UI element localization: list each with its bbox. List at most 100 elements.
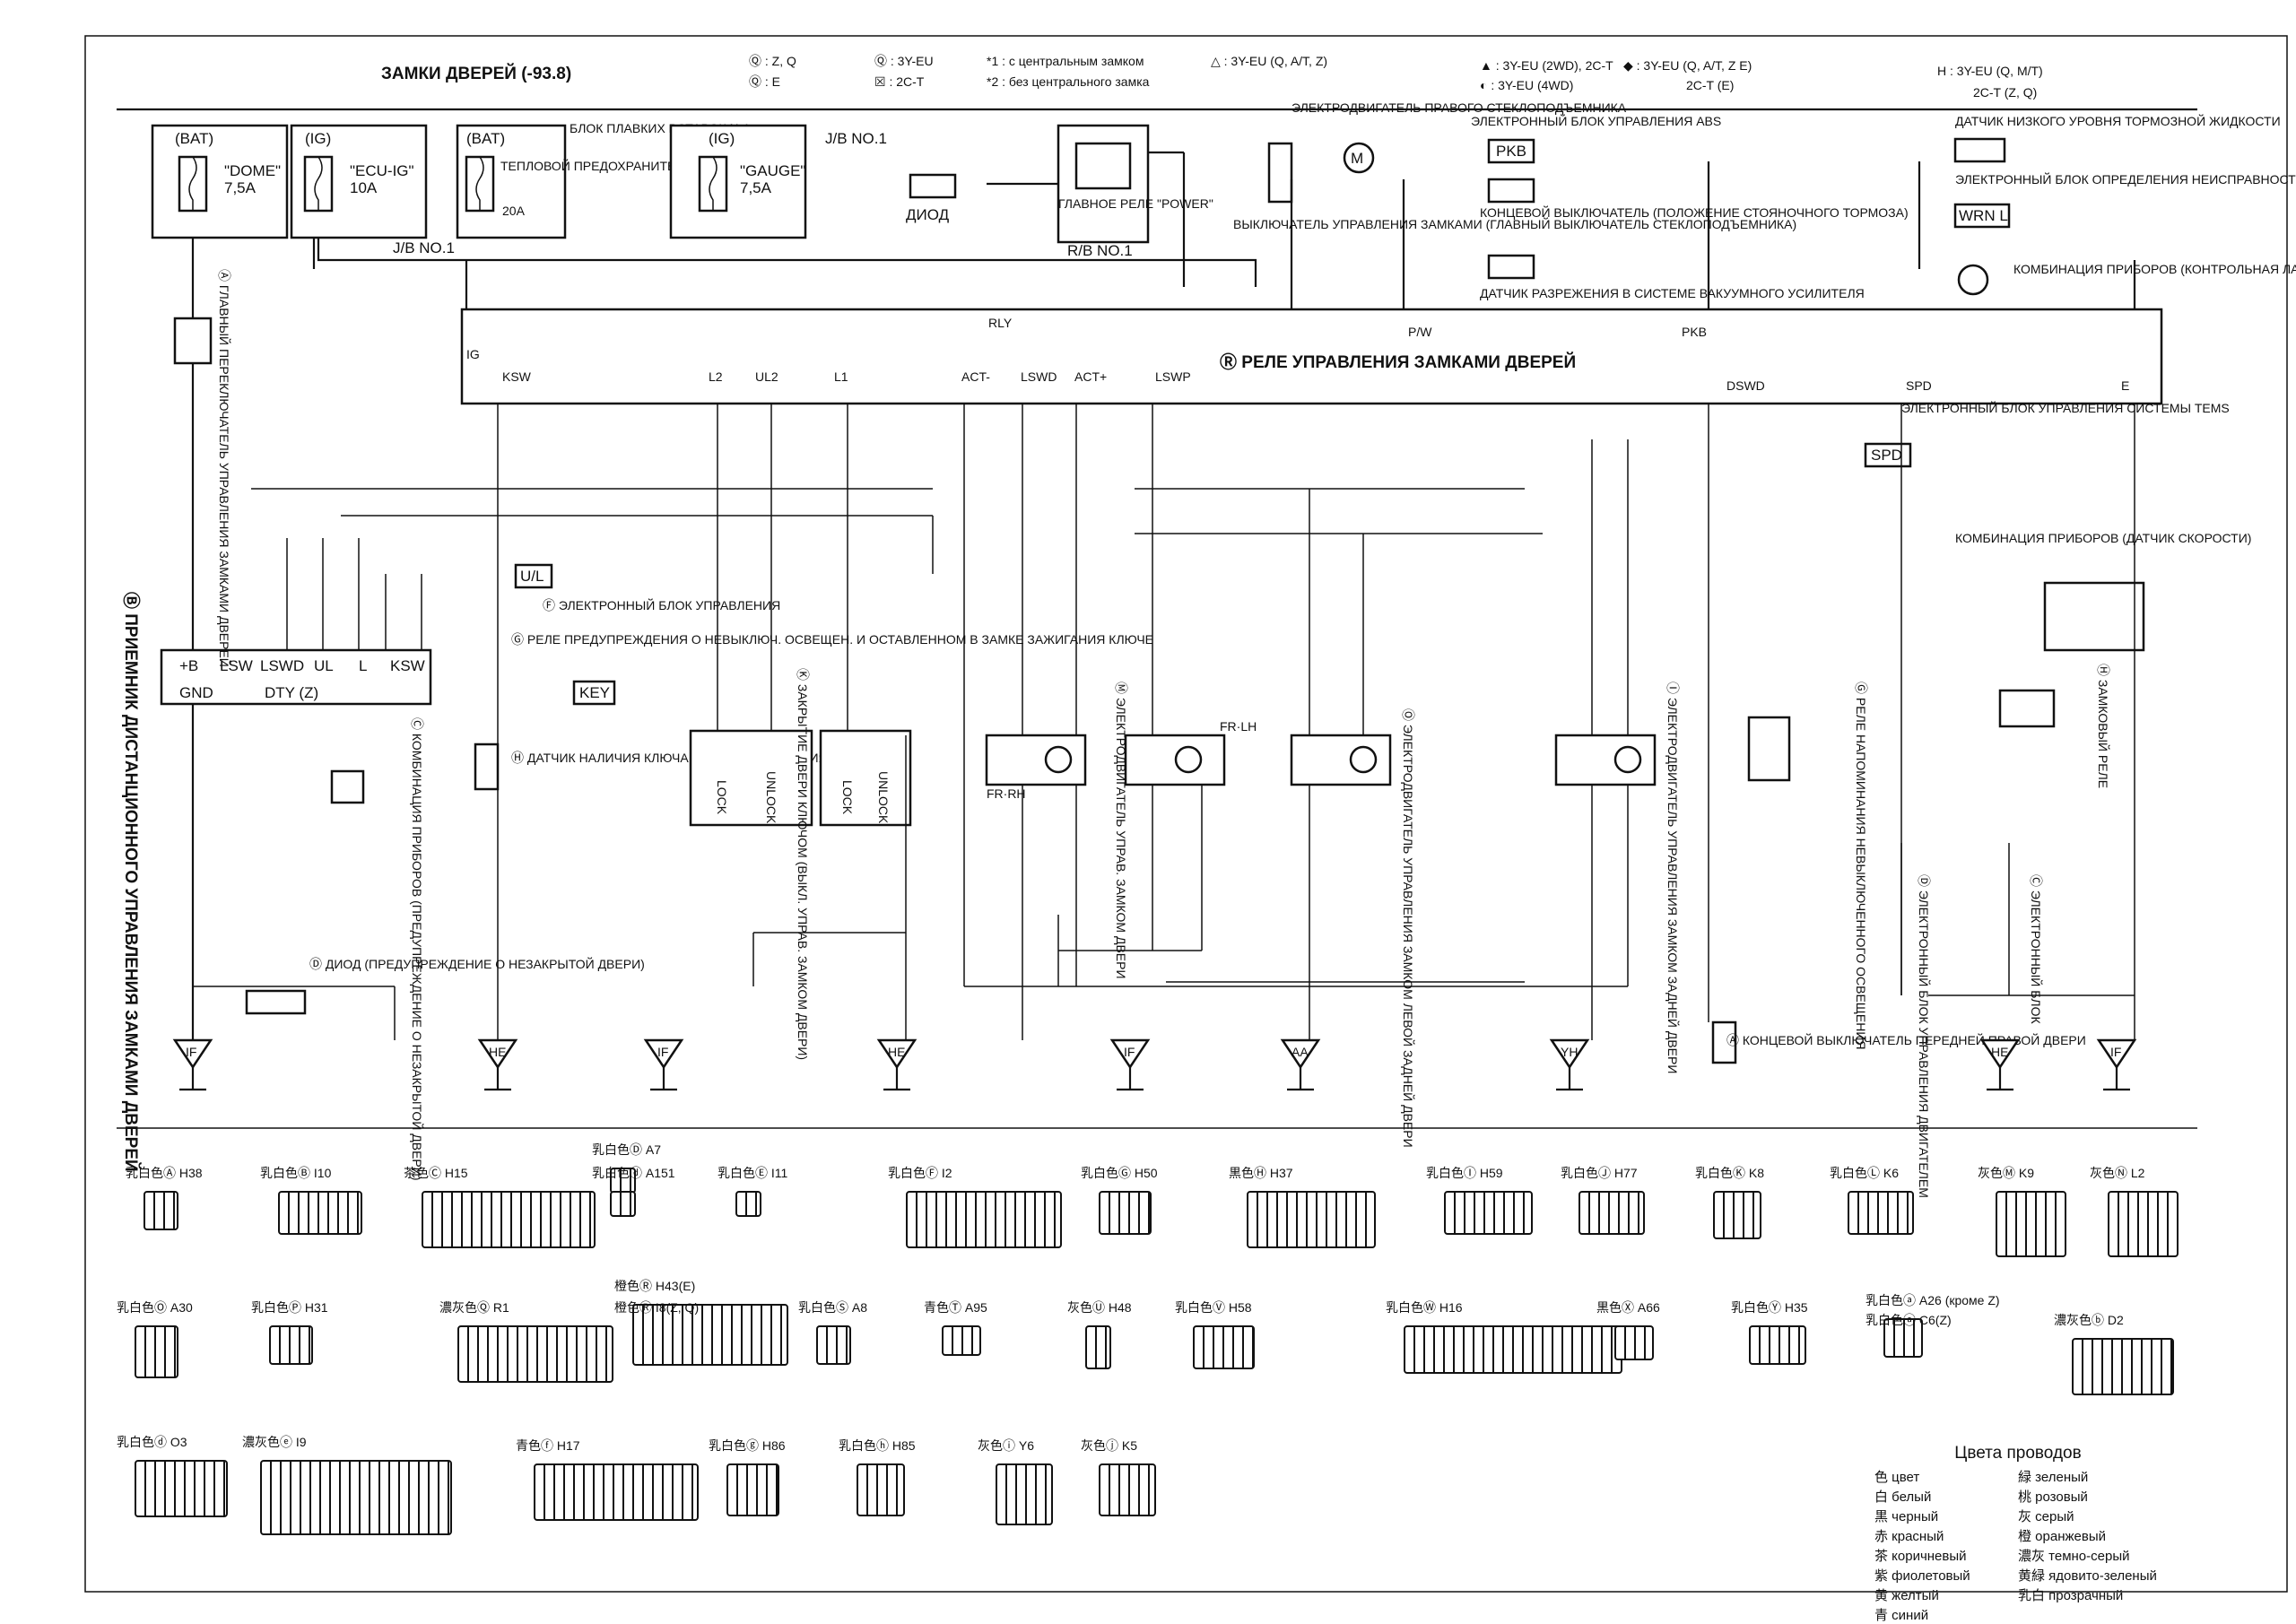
connector-shape-icon bbox=[422, 1191, 596, 1248]
rear-motor-label: Ⓞ ЭЛЕКТРОДВИГАТЕЛЬ УПРАВЛЕНИЯ ЗАМКОМ ЛЕВ… bbox=[1401, 708, 1416, 1148]
ground-label: YH bbox=[1561, 1045, 1578, 1059]
remote-terminal: LSW bbox=[220, 657, 253, 674]
ground-icon bbox=[1979, 1038, 2021, 1091]
legend-code: △ : 3Y-EU (Q, A/T, Z) bbox=[1211, 54, 1327, 68]
connector-label: 乳白色Ⓦ H16 bbox=[1386, 1300, 1463, 1315]
relay-terminal: RLY bbox=[988, 316, 1013, 330]
ecu-engine-label: Ⓓ ЭЛЕКТРОННЫЙ БЛОК УПРАВЛЕНИЯ ДВИГАТЕЛЕМ bbox=[1917, 874, 1932, 1198]
fuse-source: (IG) bbox=[305, 130, 331, 147]
pkb-box-label: PKB bbox=[1496, 143, 1526, 160]
connector-label: 濃灰色Ⓠ R1 bbox=[439, 1300, 509, 1315]
wire-color-entry: 赤 красный bbox=[1874, 1529, 1944, 1544]
jb-label: J/B NO.1 bbox=[825, 130, 887, 147]
connector-label: 乳白色ⓗ H85 bbox=[839, 1438, 916, 1453]
remote-receiver-label: Ⓑ ПРИЕМНИК ДИСТАНЦИОННОГО УПРАВЛЕНИЯ ЗАМ… bbox=[121, 592, 142, 1172]
top-wiring bbox=[191, 151, 2136, 1040]
connector-label: 乳白色Ⓔ I11 bbox=[718, 1166, 788, 1180]
fuse-rating: 10A bbox=[350, 179, 378, 196]
window-switch-icon bbox=[1267, 142, 1293, 204]
fuse-name: "DOME" bbox=[224, 162, 281, 179]
connector-label: 青色ⓕ H17 bbox=[516, 1438, 580, 1453]
back-door-motor bbox=[1554, 734, 1657, 786]
page-frame bbox=[84, 35, 2288, 1593]
motor-icon bbox=[1044, 745, 1073, 774]
wire-color-entry: 桃 розовый bbox=[2018, 1489, 2088, 1505]
wrn-box bbox=[1953, 203, 2011, 229]
park-brake-switch-icon bbox=[1487, 178, 1535, 204]
ground-symbols: IF HE IF HE IF AA YH HE IF bbox=[172, 1038, 2137, 1091]
middle-wiring bbox=[193, 404, 2135, 1040]
speed-relay-label: Ⓒ ЭЛЕКТРОННЫЙ БЛОК bbox=[2029, 874, 2044, 1024]
connector-shape-icon bbox=[135, 1460, 228, 1517]
connector-shape-icon bbox=[1247, 1191, 1376, 1248]
relay-terminal: UL2 bbox=[755, 369, 778, 384]
combo-door-label: Ⓒ КОМБИНАЦИЯ ПРИБОРОВ (ПРЕДУПРЕЖДЕНИЕ О … bbox=[410, 717, 425, 1181]
wire-color-entry: 茶 коричневый bbox=[1874, 1549, 1967, 1564]
connector-label: 茶色Ⓒ H15 bbox=[404, 1166, 468, 1180]
relay-terminal: LSWP bbox=[1155, 369, 1191, 384]
diode-door-icon bbox=[245, 989, 307, 1015]
wire-color-entry: 色 цвет bbox=[1874, 1470, 1920, 1485]
connector-shape-icon bbox=[726, 1463, 779, 1516]
reed-switch-icon bbox=[1998, 689, 2056, 728]
connector-shape-icon bbox=[1404, 1325, 1622, 1374]
fuse-source: (BAT) bbox=[175, 130, 213, 147]
diode-label: ДИОД bbox=[906, 206, 950, 223]
window-switch-label: ВЫКЛЮЧАТЕЛЬ УПРАВЛЕНИЯ ЗАМКАМИ (ГЛАВНЫЙ … bbox=[1233, 216, 1796, 231]
wrn-box-label: WRN L bbox=[1959, 207, 2008, 224]
legend-code: ☒ : 2C-T bbox=[874, 74, 925, 89]
connector-label: 灰色Ⓝ L2 bbox=[2090, 1166, 2145, 1180]
fuse-gauge: (IG) "GAUGE" 7,5A bbox=[669, 124, 807, 239]
relay-terminal: L2 bbox=[709, 369, 723, 384]
wire-color-entry: 緑 зеленый bbox=[2018, 1470, 2089, 1485]
fuse-name: "GAUGE" bbox=[740, 162, 805, 179]
legend-code: ◆ : 3Y-EU (Q, A/T, Z E) bbox=[1623, 58, 1752, 73]
connector-shape-icon bbox=[2072, 1338, 2174, 1395]
ground-icon bbox=[172, 1038, 213, 1091]
connector-label: 乳白色Ⓘ H59 bbox=[1426, 1166, 1503, 1180]
connector-label: 乳白色Ⓓ A7 bbox=[592, 1142, 662, 1157]
connector-label: 乳白色ⓐ C6(Z) bbox=[1866, 1313, 1952, 1327]
wire-color-entry: 橙 оранжевый bbox=[2018, 1529, 2106, 1544]
lock-label: LOCK bbox=[840, 780, 855, 815]
connector-label: 乳白色Ⓟ H31 bbox=[251, 1300, 328, 1315]
connector-label: 乳白色Ⓨ H35 bbox=[1731, 1300, 1808, 1315]
reed-switch-label: Ⓗ ЗАМКОВЫЙ РЕЛЕ bbox=[2096, 664, 2111, 788]
brake-lamp-icon bbox=[1957, 264, 1989, 296]
relay-terminal: PKB bbox=[1682, 325, 1707, 339]
door-lock-relay-label: Ⓡ РЕЛЕ УПРАВЛЕНИЯ ЗАМКАМИ ДВЕРЕЙ bbox=[1220, 352, 1576, 372]
door-indicator-lamp-icon bbox=[330, 769, 365, 804]
connector-shape-icon bbox=[816, 1325, 851, 1365]
wire-color-entry: 白 белый bbox=[1874, 1489, 1932, 1505]
remote-terminal: GND bbox=[179, 684, 213, 701]
connector-shape-icon bbox=[534, 1463, 699, 1521]
tems-spd-box bbox=[1864, 442, 1912, 468]
ground-label: HE bbox=[888, 1045, 905, 1059]
connector-label: 乳白色Ⓕ I2 bbox=[888, 1166, 952, 1180]
motor-icon bbox=[1174, 745, 1203, 774]
connector-shape-icon bbox=[1713, 1191, 1761, 1239]
connector-label: 灰色ⓘ Y6 bbox=[978, 1438, 1035, 1453]
connector-shape-icon bbox=[1099, 1191, 1152, 1235]
ground-label: HE bbox=[489, 1045, 506, 1059]
brake-fluid-label: ДАТЧИК НИЗКОГО УРОВНЯ ТОРМОЗНОЙ ЖИДКОСТИ bbox=[1955, 113, 2281, 128]
connector-label: 乳白色Ⓥ H58 bbox=[1175, 1300, 1252, 1315]
connector-shape-icon bbox=[735, 1191, 761, 1217]
legend-code: 2C-T (E) bbox=[1686, 78, 1734, 92]
door-lock-relay-box bbox=[460, 308, 2163, 405]
connector-label: 乳白色Ⓢ A8 bbox=[798, 1300, 868, 1315]
connector-label: 乳白色Ⓚ K8 bbox=[1695, 1166, 1765, 1180]
diode-door-label: Ⓓ ДИОД (ПРЕДУПРЕЖДЕНИЕ О НЕЗАКРЫТОЙ ДВЕР… bbox=[309, 956, 645, 971]
fuse-source: (IG) bbox=[709, 130, 735, 147]
connector-shape-icon bbox=[1848, 1191, 1914, 1235]
window-motor: M ЭЛЕКТРОДВИГАТЕЛЬ ПРАВОГО СТЕКЛОПОДЪЕМН… bbox=[1233, 100, 1796, 231]
connector-label: 乳白色Ⓐ H38 bbox=[126, 1166, 203, 1180]
connector-shape-icon bbox=[610, 1191, 636, 1217]
relay-terminal: ACT- bbox=[961, 369, 990, 384]
ground-icon bbox=[1280, 1038, 1321, 1091]
unlock-label: UNLOCK bbox=[876, 771, 891, 824]
key-warning-label: Ⓖ РЕЛЕ ПРЕДУПРЕЖДЕНИЯ О НЕВЫКЛЮЧ. ОСВЕЩЕ… bbox=[511, 632, 1153, 647]
connector-shape-icon bbox=[1883, 1318, 1923, 1358]
